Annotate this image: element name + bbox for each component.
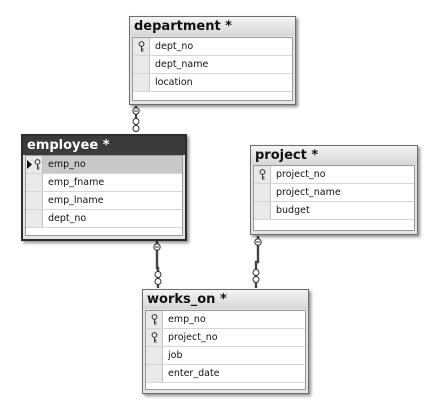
column-row[interactable]: budget bbox=[254, 202, 414, 220]
row-selector-arrow-icon bbox=[27, 160, 32, 169]
column-row[interactable]: emp_no bbox=[26, 156, 182, 174]
column-row[interactable]: emp_no bbox=[146, 311, 305, 329]
relationship-department-employee[interactable] bbox=[132, 106, 140, 132]
row-selector[interactable] bbox=[133, 56, 150, 73]
column-row[interactable]: dept_no bbox=[133, 38, 292, 56]
column-name: enter_date bbox=[168, 368, 220, 379]
column-name: project_no bbox=[168, 332, 218, 343]
table-title[interactable]: department * bbox=[130, 17, 295, 36]
key-icon bbox=[151, 332, 158, 343]
column-name: job bbox=[168, 350, 183, 361]
relationship-employee-works-on[interactable] bbox=[153, 240, 162, 288]
column-name: dept_no bbox=[155, 41, 194, 52]
row-selector[interactable] bbox=[146, 365, 163, 382]
key-icon bbox=[138, 41, 145, 52]
table-department[interactable]: department * dept_no dept_name location bbox=[129, 16, 296, 105]
column-name: project_name bbox=[276, 187, 341, 198]
column-name: dept_name bbox=[155, 59, 209, 70]
column-row[interactable]: emp_fname bbox=[26, 174, 182, 192]
row-selector[interactable] bbox=[133, 74, 150, 91]
column-row[interactable]: location bbox=[133, 74, 292, 92]
column-name: dept_no bbox=[48, 213, 87, 224]
column-name: emp_no bbox=[168, 314, 206, 325]
column-grid: dept_no dept_name location bbox=[132, 37, 293, 101]
key-icon bbox=[151, 314, 158, 325]
column-name: emp_fname bbox=[48, 177, 105, 188]
column-grid: emp_no project_no job enter_date bbox=[145, 310, 306, 390]
column-name: location bbox=[155, 77, 193, 88]
column-name: emp_lname bbox=[48, 195, 104, 206]
row-selector[interactable] bbox=[26, 192, 43, 209]
row-selector[interactable] bbox=[254, 184, 271, 201]
table-title[interactable]: works_on * bbox=[143, 290, 308, 309]
table-title[interactable]: employee * bbox=[23, 136, 185, 155]
row-selector[interactable] bbox=[254, 202, 271, 219]
table-title[interactable]: project * bbox=[251, 146, 417, 165]
table-works-on[interactable]: works_on * emp_no project_no job enter_d… bbox=[142, 289, 309, 394]
row-selector[interactable] bbox=[26, 174, 43, 191]
column-row[interactable]: project_no bbox=[146, 329, 305, 347]
column-row[interactable]: enter_date bbox=[146, 365, 305, 383]
row-selector[interactable] bbox=[133, 38, 150, 55]
column-name: budget bbox=[276, 205, 310, 216]
column-row[interactable]: dept_name bbox=[133, 56, 292, 74]
column-row[interactable]: project_no bbox=[254, 166, 414, 184]
table-employee[interactable]: employee * emp_no emp_fname emp_lname de… bbox=[21, 134, 187, 241]
table-project[interactable]: project * project_no project_name budget bbox=[250, 145, 418, 235]
column-row[interactable]: project_name bbox=[254, 184, 414, 202]
column-row[interactable]: emp_lname bbox=[26, 192, 182, 210]
row-selector[interactable] bbox=[254, 166, 271, 183]
relationship-project-works-on[interactable] bbox=[252, 236, 262, 288]
row-selector[interactable] bbox=[26, 156, 43, 173]
row-selector[interactable] bbox=[146, 347, 163, 364]
column-row[interactable]: job bbox=[146, 347, 305, 365]
column-name: emp_no bbox=[48, 159, 86, 170]
column-grid: emp_no emp_fname emp_lname dept_no bbox=[25, 155, 183, 236]
key-icon bbox=[34, 159, 41, 170]
column-name: project_no bbox=[276, 169, 326, 180]
row-selector[interactable] bbox=[146, 329, 163, 346]
row-selector[interactable] bbox=[146, 311, 163, 328]
key-icon bbox=[259, 169, 266, 180]
column-grid: project_no project_name budget bbox=[253, 165, 415, 231]
column-row[interactable]: dept_no bbox=[26, 210, 182, 228]
row-selector[interactable] bbox=[26, 210, 43, 227]
